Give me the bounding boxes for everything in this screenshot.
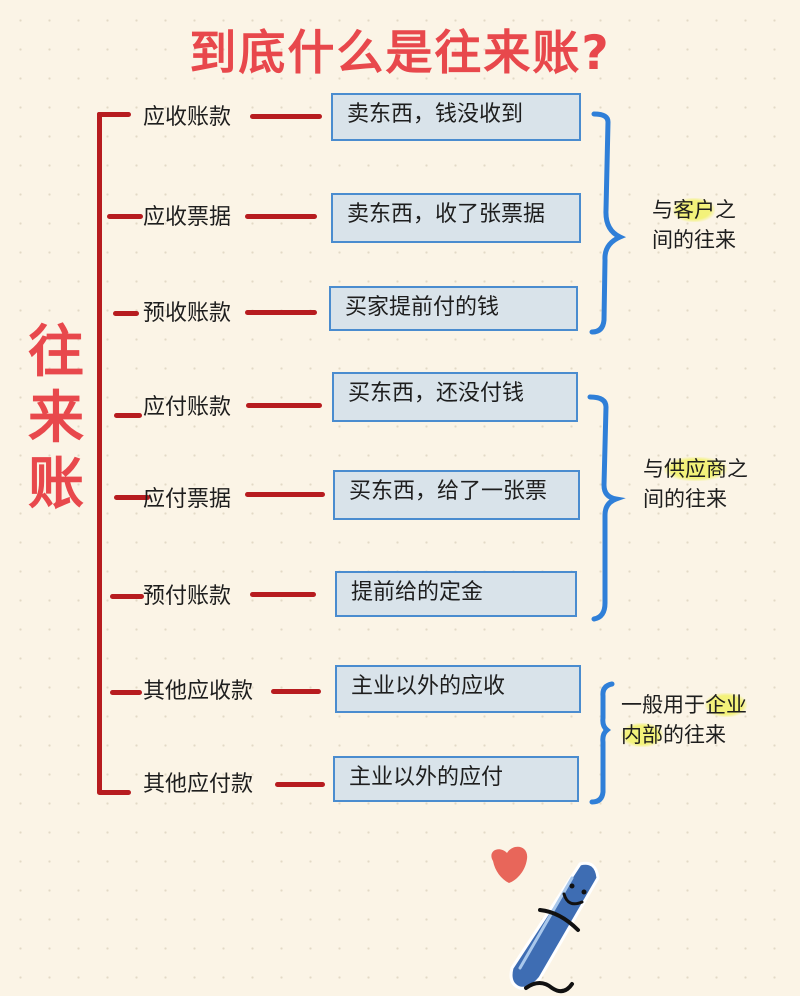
connector bbox=[245, 492, 325, 497]
brace-internal bbox=[589, 681, 615, 805]
side-title-char: 账 bbox=[28, 452, 84, 517]
group-note-customer: 与客户之 间的往来 bbox=[652, 195, 736, 255]
tree-stub bbox=[97, 112, 131, 117]
meaning-box: 卖东西，收了张票据 bbox=[331, 193, 581, 243]
tree-stub bbox=[114, 413, 142, 418]
connector bbox=[271, 689, 321, 694]
note-text: 与 bbox=[652, 198, 673, 222]
note-highlight: 供应商 bbox=[664, 457, 727, 481]
note-highlight: 客户 bbox=[673, 198, 715, 222]
connector bbox=[246, 403, 322, 408]
note-highlight: 内部 bbox=[621, 723, 663, 747]
note-text: 之 bbox=[727, 457, 748, 481]
term-label: 其他应付款 bbox=[143, 772, 254, 797]
note-text: 的往来 bbox=[663, 723, 726, 747]
tree-stub bbox=[107, 214, 143, 219]
meaning-box: 买东西，还没付钱 bbox=[332, 372, 578, 422]
brace-supplier bbox=[587, 394, 626, 622]
tree-stub bbox=[97, 790, 131, 795]
connector bbox=[275, 782, 325, 787]
meaning-box: 主业以外的应付 bbox=[333, 756, 579, 802]
side-title-char: 来 bbox=[28, 386, 84, 451]
side-title-char: 往 bbox=[28, 320, 84, 385]
meaning-box: 买家提前付的钱 bbox=[329, 286, 578, 331]
pen-mascot-icon bbox=[509, 861, 600, 994]
meaning-box: 提前给的定金 bbox=[335, 571, 577, 617]
meaning-box: 买东西，给了一张票 bbox=[333, 470, 580, 520]
connector bbox=[250, 114, 322, 119]
heart-icon bbox=[491, 846, 528, 883]
tree-stub bbox=[113, 311, 139, 316]
group-note-internal: 一般用于企业 内部的往来 bbox=[621, 690, 747, 750]
term-label: 应收票据 bbox=[143, 205, 232, 230]
tree-stub bbox=[110, 594, 144, 599]
side-title: 往 来 账 bbox=[26, 320, 86, 518]
term-label: 应付票据 bbox=[143, 487, 232, 512]
connector bbox=[245, 310, 317, 315]
term-label: 应付账款 bbox=[143, 395, 232, 420]
note-text: 一般用于 bbox=[621, 693, 705, 717]
tree-stub bbox=[110, 690, 142, 695]
group-note-supplier: 与供应商之 间的往来 bbox=[643, 454, 748, 514]
term-label: 应收账款 bbox=[143, 105, 232, 130]
connector bbox=[245, 214, 317, 219]
meaning-box: 卖东西，钱没收到 bbox=[331, 93, 581, 141]
note-text: 间的往来 bbox=[643, 487, 727, 511]
connector bbox=[250, 592, 316, 597]
note-text: 与 bbox=[643, 457, 664, 481]
tree-spine bbox=[97, 112, 102, 794]
note-text: 间的往来 bbox=[652, 228, 736, 252]
meaning-box: 主业以外的应收 bbox=[335, 665, 581, 713]
brace-customer bbox=[589, 111, 627, 335]
term-label: 其他应收款 bbox=[143, 679, 254, 704]
page-title: 到底什么是往来账? bbox=[189, 26, 611, 81]
note-text: 之 bbox=[715, 198, 736, 222]
term-label: 预收账款 bbox=[143, 301, 232, 326]
note-highlight: 企业 bbox=[705, 693, 747, 717]
term-label: 预付账款 bbox=[143, 584, 232, 609]
tree-stub bbox=[114, 495, 150, 500]
